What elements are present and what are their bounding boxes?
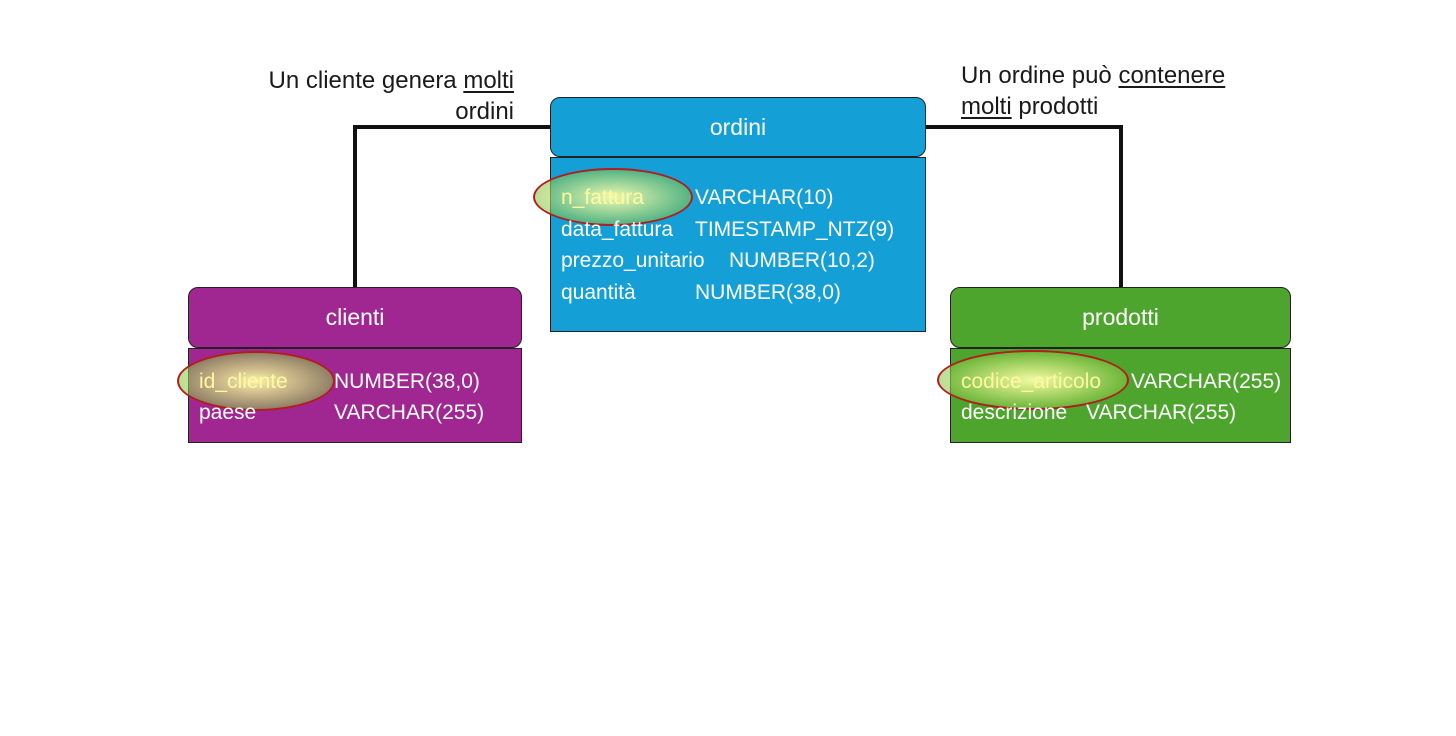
field-type-id-cliente: NUMBER(38,0) (334, 370, 480, 393)
note-left-text: Un cliente genera (268, 67, 464, 94)
field-name-quantita: quantità (561, 281, 636, 304)
relation-line-clienti-ordini (353, 125, 551, 288)
entity-prodotti-header: prodotti (950, 287, 1291, 348)
field-type-data-fattura: TIMESTAMP_NTZ(9) (695, 218, 895, 241)
field-name-descrizione: descrizione (961, 401, 1068, 424)
field-type-n-fattura: VARCHAR(10) (695, 186, 834, 209)
entity-ordini-body: n_fattura VARCHAR(10) data_fattura TIMES… (533, 157, 926, 332)
primary-key-marker (937, 350, 1129, 410)
field-name-n-fattura: n_fattura (561, 186, 644, 209)
field-name-prezzo-unitario: prezzo_unitario (561, 249, 705, 272)
note-right-text: Un ordine può (961, 62, 1119, 89)
entity-ordini: ordini n_fattura VARCHAR(10) data_fattur… (533, 97, 926, 332)
note-right-underlined-1: contenere (1118, 62, 1226, 89)
entity-prodotti: prodotti codice_articolo VARCHAR(255) de… (937, 287, 1291, 443)
entity-ordini-title: ordini (709, 113, 767, 140)
note-right-text-end: prodotti (1011, 93, 1099, 120)
entity-prodotti-body: codice_articolo VARCHAR(255) descrizione… (937, 348, 1291, 443)
note-left-underlined: molti (463, 67, 514, 94)
primary-key-marker (533, 168, 693, 226)
relation-note-ordini-prodotti: Un ordine può contenere molti prodotti (961, 60, 1281, 122)
field-type-quantita: NUMBER(38,0) (695, 281, 841, 304)
field-type-descrizione: VARCHAR(255) (1086, 401, 1237, 424)
relation-line-ordini-prodotti (926, 125, 1123, 288)
entity-ordini-header: ordini (550, 97, 926, 157)
field-name-data-fattura: data_fattura (561, 218, 674, 241)
note-right-underlined-2: molti (961, 93, 1012, 120)
field-type-codice-articolo: VARCHAR(255) (1131, 370, 1282, 393)
entity-clienti-title: clienti (325, 304, 385, 330)
field-name-id-cliente: id_cliente (199, 370, 288, 393)
field-type-prezzo-unitario: NUMBER(10,2) (729, 249, 875, 272)
relation-note-clienti-ordini: Un cliente genera molti ordini (240, 65, 514, 127)
field-name-codice-articolo: codice_articolo (961, 370, 1102, 393)
entity-clienti-header: clienti (188, 287, 522, 348)
primary-key-marker (177, 351, 335, 411)
field-type-paese: VARCHAR(255) (334, 401, 485, 424)
field-name-paese: paese (199, 401, 257, 424)
entity-clienti-body: id_cliente NUMBER(38,0) paese VARCHAR(25… (177, 348, 522, 443)
entity-clienti: clienti id_cliente NUMBER(38,0) paese VA… (177, 287, 522, 443)
note-left-text-end: ordini (455, 98, 514, 125)
entity-prodotti-title: prodotti (1082, 304, 1159, 330)
